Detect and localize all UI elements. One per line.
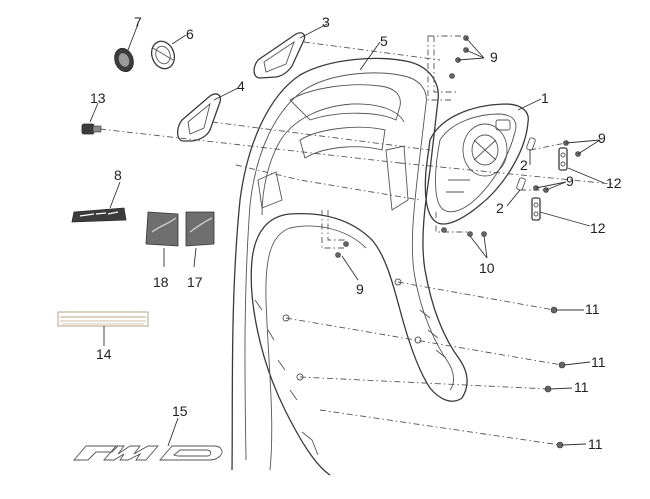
callout-4: 4: [237, 78, 245, 94]
model-decal-part: [71, 207, 127, 223]
callout-18: 18: [153, 274, 169, 290]
outline-logo-decal-part: [73, 445, 223, 461]
callout-9-right-lower: 9: [566, 173, 574, 189]
small-lens-upper-part: [253, 32, 306, 79]
stripe-decal-part: [57, 311, 149, 327]
callout-10: 10: [479, 260, 495, 276]
decal-left-part: [145, 211, 179, 247]
headlight-assembly-part: [424, 103, 529, 225]
leader-lines: [89, 23, 605, 447]
decal-right-part: [185, 211, 215, 247]
emblem-badge-part: [114, 47, 134, 73]
callout-labels: 1 2 2 3 4 5 6 7 8 9 9 9 9 10 11 11 11 11…: [90, 14, 622, 452]
grommet-part: [516, 137, 536, 191]
callout-11-d: 11: [588, 436, 603, 452]
callout-1: 1: [541, 90, 549, 106]
callout-11-a: 11: [585, 301, 600, 317]
callout-5: 5: [380, 33, 388, 49]
callout-7: 7: [134, 14, 142, 30]
callout-12-upper: 12: [606, 175, 622, 191]
bolt-part: [81, 123, 102, 135]
callout-11-c: 11: [574, 379, 589, 395]
callout-15: 15: [172, 403, 188, 419]
callout-2-upper: 2: [520, 157, 528, 173]
callout-2-lower: 2: [496, 200, 504, 216]
callout-13: 13: [90, 90, 106, 106]
assembly-lines: [99, 35, 613, 446]
callout-17: 17: [187, 274, 203, 290]
callout-8: 8: [114, 167, 122, 183]
callout-9-right-upper: 9: [598, 130, 606, 146]
emblem-base-part: [150, 40, 176, 70]
callout-6: 6: [186, 26, 194, 42]
callout-9-top: 9: [490, 49, 498, 65]
small-lens-lower-part: [176, 93, 222, 142]
callout-9-bottom: 9: [356, 281, 364, 297]
bracket-part: [531, 147, 568, 221]
front-cover-part: [231, 57, 468, 476]
callout-14: 14: [96, 346, 112, 362]
callout-12-lower: 12: [590, 220, 606, 236]
callout-11-b: 11: [591, 354, 606, 370]
callout-3: 3: [322, 14, 330, 30]
